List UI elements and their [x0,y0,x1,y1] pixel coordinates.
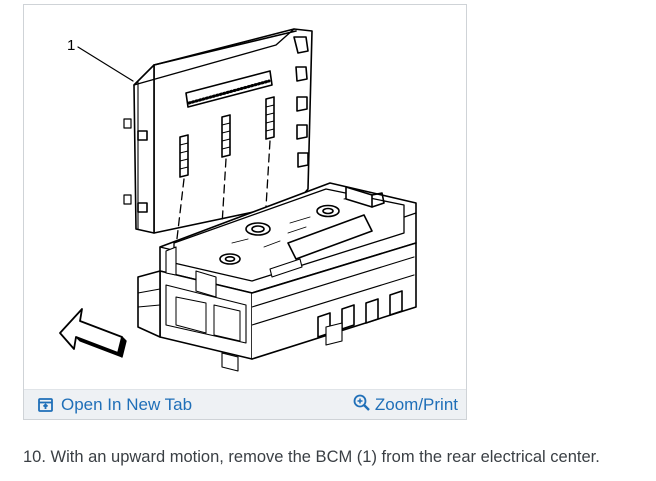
direction-arrow [59,308,127,358]
zoom-print-label: Zoom/Print [374,395,458,414]
figure-toolbar: Open In New Tab Zoom/Print [24,389,466,419]
zoom-print-link[interactable]: Zoom/Print [352,393,458,415]
callout-label: 1 [67,37,75,54]
open-in-new-tab-icon [37,396,55,414]
step-caption: 10. With an upward motion, remove the BC… [23,448,600,466]
bcm-module [123,28,313,234]
alignment-lines [175,140,271,248]
callout-leader [77,46,134,82]
bcm-removal-diagram: 1 [26,7,464,389]
open-in-new-tab-label: Open In New Tab [61,395,193,414]
open-in-new-tab-link[interactable]: Open In New Tab [37,395,192,415]
zoom-icon [352,393,372,413]
figure-card: 1 [23,4,467,420]
rear-electrical-center [137,182,417,372]
